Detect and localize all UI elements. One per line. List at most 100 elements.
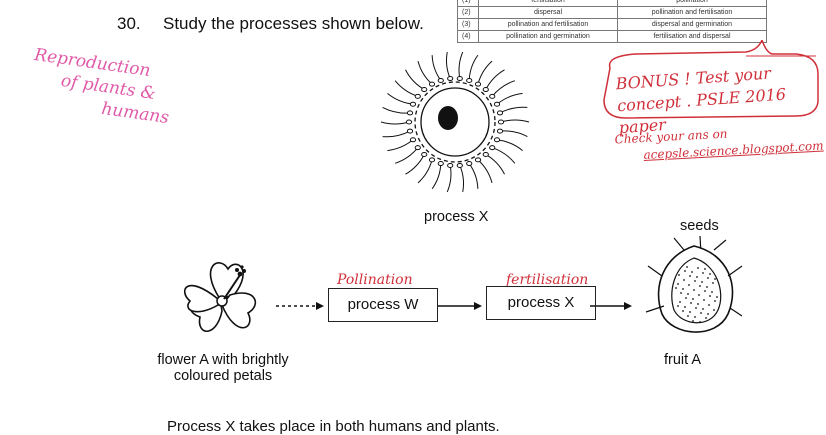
sperm-tail [485, 154, 505, 175]
sperm-head [474, 81, 482, 87]
seed-dot [708, 304, 710, 306]
sperm-tail [382, 106, 411, 114]
seed-dot [690, 302, 692, 304]
fruit-caption: fruit A [664, 352, 702, 368]
seed-dot [699, 321, 701, 323]
sperm-tail [496, 139, 523, 151]
flower-caption: flower A with brightly coloured petals [140, 352, 306, 384]
sperm-tail [405, 69, 425, 90]
hibiscus-flower-illustration [184, 262, 257, 332]
sperm-head [437, 77, 444, 83]
topic-note: Reproduction of plants & humans [27, 44, 177, 129]
bonus-callout-outline [603, 40, 819, 119]
seed-dot [689, 275, 691, 277]
option-cell: dispersal and germination [617, 18, 767, 31]
seed-dot [716, 296, 718, 298]
seed-dot [684, 270, 686, 272]
sperm-head [421, 87, 428, 93]
seed-dot [685, 297, 687, 299]
sperm-tail [477, 60, 493, 85]
seed-dot [687, 293, 689, 295]
fertilisation-illustration [380, 51, 530, 193]
seed-dot [714, 278, 716, 280]
seed-dot [697, 303, 699, 305]
seed-dot [712, 282, 714, 284]
sperm-head [456, 162, 463, 168]
sperm-head [474, 157, 482, 163]
seed-dot [678, 274, 680, 276]
sperm-head [496, 110, 504, 116]
flower-caption-line: coloured petals [173, 368, 273, 384]
seed-dot [704, 268, 706, 270]
sperm-head [447, 76, 454, 82]
seed-dot [711, 291, 713, 293]
sperm-head [493, 101, 501, 107]
seed-dot [694, 280, 696, 282]
seed-dot [714, 300, 716, 302]
seed-dot [705, 317, 707, 319]
seed-dot [677, 283, 679, 285]
sperm-head [482, 87, 489, 93]
seed-dot [682, 310, 684, 312]
sperm-tail [458, 51, 464, 79]
seed-dot [688, 284, 690, 286]
seed-dot [679, 301, 681, 303]
seed-dot [704, 290, 706, 292]
sperm-tail [468, 54, 479, 81]
sperm-head [493, 137, 501, 143]
flow-arrows [276, 302, 632, 310]
seed-dot [707, 313, 709, 315]
option-cell: pollination and fertilisation [617, 6, 767, 19]
sperm-head [414, 93, 421, 99]
seed-dot [693, 289, 695, 291]
seed-dot [695, 307, 697, 309]
sperm-tail [394, 80, 418, 97]
seed-dot [700, 312, 702, 314]
sperm-head [406, 128, 414, 134]
sperm-tail [431, 163, 442, 190]
sperm-tail [382, 130, 411, 138]
sperm-head [497, 119, 505, 125]
sperm-tail [468, 163, 479, 189]
sperm-tail [485, 69, 505, 90]
sperm-head [405, 119, 413, 125]
question-prompt: Study the processes shown below. [163, 14, 424, 33]
sperm-head [496, 128, 504, 134]
seed-dot [686, 266, 688, 268]
option-cell: (3) [457, 18, 479, 31]
seed-dot [701, 281, 703, 283]
seed-dot [698, 294, 700, 296]
seed-dot [706, 286, 708, 288]
seed-dot [683, 279, 685, 281]
sperm-head [466, 161, 473, 167]
option-cell: (4) [457, 30, 479, 43]
seed-dot [713, 309, 715, 311]
sperm-tail [387, 93, 414, 105]
seed-dot [709, 295, 711, 297]
seed-dot [691, 271, 693, 273]
seed-dot [680, 292, 682, 294]
option-cell: fertilisation and dispersal [617, 30, 767, 43]
sperm-head [428, 157, 436, 163]
seed-dot [684, 306, 686, 308]
seed-dot [699, 285, 701, 287]
sperm-tail [496, 92, 523, 105]
sperm-tail [417, 60, 433, 85]
option-cell: (2) [457, 6, 479, 19]
sperm-head [428, 81, 436, 87]
seed-dot [689, 311, 691, 313]
sperm-tail [491, 80, 516, 97]
process-x-caption: process X [424, 209, 489, 225]
process-w-box: process W [328, 288, 438, 322]
process-x-box: process X [486, 286, 596, 320]
seed-dot [696, 276, 698, 278]
sperm-tail [446, 165, 452, 193]
sperm-head [421, 151, 428, 157]
sperm-head [482, 151, 489, 157]
seed-dot [677, 305, 679, 307]
sperm-tail [492, 147, 516, 164]
